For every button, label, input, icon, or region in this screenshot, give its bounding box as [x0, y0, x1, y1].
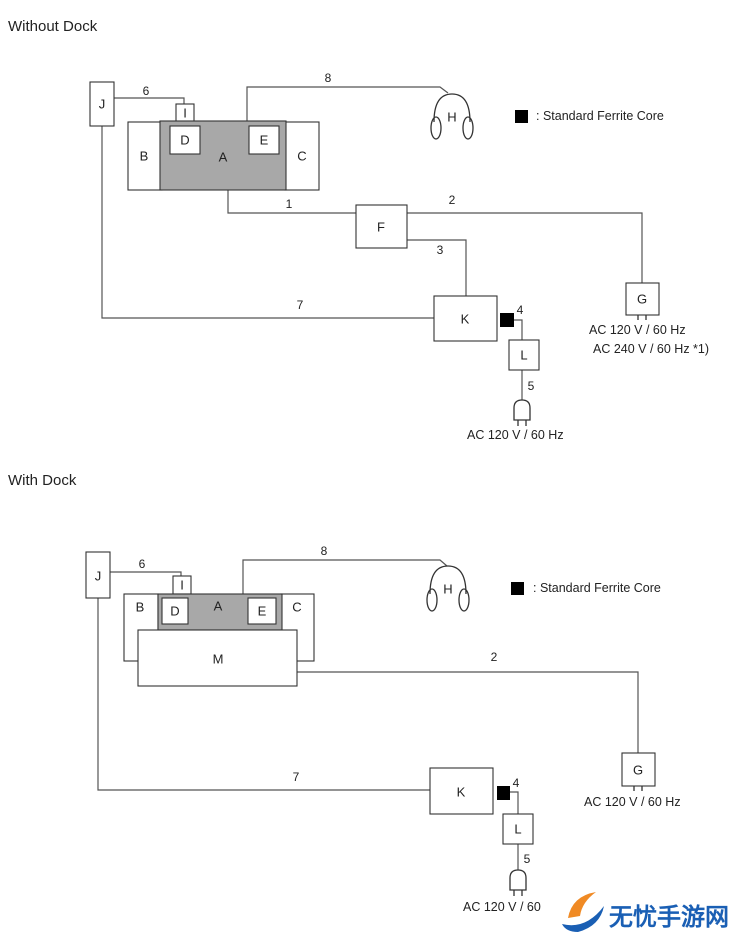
cable-6-label: 6 [143, 84, 150, 98]
cable-6 [110, 571, 182, 576]
cable-5-label: 5 [524, 852, 531, 866]
device-l [502, 813, 534, 845]
cable-7 [97, 598, 430, 791]
g-power-label: AC 120 V / 60 Hz [584, 795, 681, 809]
device-k-label: K [461, 312, 470, 327]
headphones-icon [426, 565, 470, 612]
cable-1-label: 1 [286, 197, 293, 211]
device-j [89, 81, 115, 127]
outlet-power-label: AC 120 V / 60 [463, 900, 541, 914]
device-d [161, 597, 189, 625]
ferrite-core [497, 786, 510, 800]
ferrite-core [500, 313, 514, 327]
device-j-label: J [95, 569, 102, 584]
device-k [433, 295, 498, 342]
device-m-dock [137, 629, 298, 687]
device-c-label: C [292, 600, 301, 615]
device-b [127, 121, 163, 191]
cable-4-label: 4 [517, 303, 524, 317]
legend-ferrite-text: : Standard Ferrite Core [533, 581, 661, 595]
cable-1 [227, 190, 356, 214]
section-without-dock: Without Dock J I B C A D E F G K [8, 18, 709, 442]
cable-7-label: 7 [293, 770, 300, 784]
cable-8 [246, 86, 449, 122]
device-l-label: L [514, 822, 521, 837]
legend-ferrite-icon [515, 110, 528, 123]
device-g [625, 282, 660, 316]
cable-4 [514, 319, 523, 340]
device-l-label: L [520, 348, 527, 363]
cable-3-label: 3 [437, 243, 444, 257]
device-a-label: A [214, 599, 223, 614]
legend-ferrite-icon [511, 582, 524, 595]
device-k-label: K [457, 785, 466, 800]
device-a-label: A [219, 150, 228, 165]
cable-7 [101, 126, 434, 319]
cable-2 [407, 212, 643, 283]
device-g [621, 752, 656, 787]
device-c-label: C [297, 149, 306, 164]
device-e [247, 597, 277, 625]
device-g-label: G [637, 292, 647, 307]
watermark: 无忧手游网 [562, 892, 729, 932]
section-with-dock: With Dock J I B C A D E M G K L [8, 472, 681, 914]
device-k [429, 767, 494, 815]
cable-7-label: 7 [297, 298, 304, 312]
cable-2-label: 2 [491, 650, 498, 664]
cable-4-label: 4 [513, 776, 520, 790]
device-g-label: G [633, 763, 643, 778]
device-i-label: I [183, 106, 187, 121]
device-b-label: B [136, 600, 145, 615]
cable-6-label: 6 [139, 557, 146, 571]
watermark-logo-icon [562, 892, 604, 932]
cable-2 [297, 671, 639, 753]
watermark-text: 无忧手游网 [609, 903, 729, 931]
cable-4 [510, 791, 519, 814]
cable-3 [407, 239, 467, 296]
cable-8 [242, 559, 448, 594]
power-plug-icon [509, 869, 527, 896]
device-d [169, 125, 201, 155]
device-f [355, 204, 408, 249]
headphones-icon [430, 93, 474, 140]
device-e [248, 125, 280, 155]
device-f-label: F [377, 220, 385, 235]
device-e-label: E [258, 604, 267, 619]
cable-6 [114, 97, 185, 104]
device-l [508, 339, 540, 371]
g-power-label: AC 120 V / 60 Hz [589, 323, 686, 337]
device-d-label: D [170, 604, 179, 619]
cable-2-label: 2 [449, 193, 456, 207]
power-plug-icon [513, 399, 531, 426]
device-j-label: J [99, 97, 106, 112]
legend-ferrite-text: : Standard Ferrite Core [536, 109, 664, 123]
device-c [284, 121, 320, 191]
device-h-label: H [447, 110, 456, 125]
device-i-label: I [180, 578, 184, 593]
device-b-label: B [140, 149, 149, 164]
device-d-label: D [180, 133, 189, 148]
cable-8-label: 8 [325, 71, 332, 85]
g-power-alt-label: AC 240 V / 60 Hz *1) [593, 342, 709, 356]
outlet-power-label: AC 120 V / 60 Hz [467, 428, 564, 442]
device-e-label: E [260, 133, 269, 148]
cable-5-label: 5 [528, 379, 535, 393]
device-h-label: H [443, 582, 452, 597]
cable-8-label: 8 [321, 544, 328, 558]
section-title-with-dock: With Dock [8, 472, 77, 489]
device-j [85, 551, 111, 599]
section-title-without-dock: Without Dock [8, 18, 98, 35]
device-m-label: M [213, 652, 224, 667]
